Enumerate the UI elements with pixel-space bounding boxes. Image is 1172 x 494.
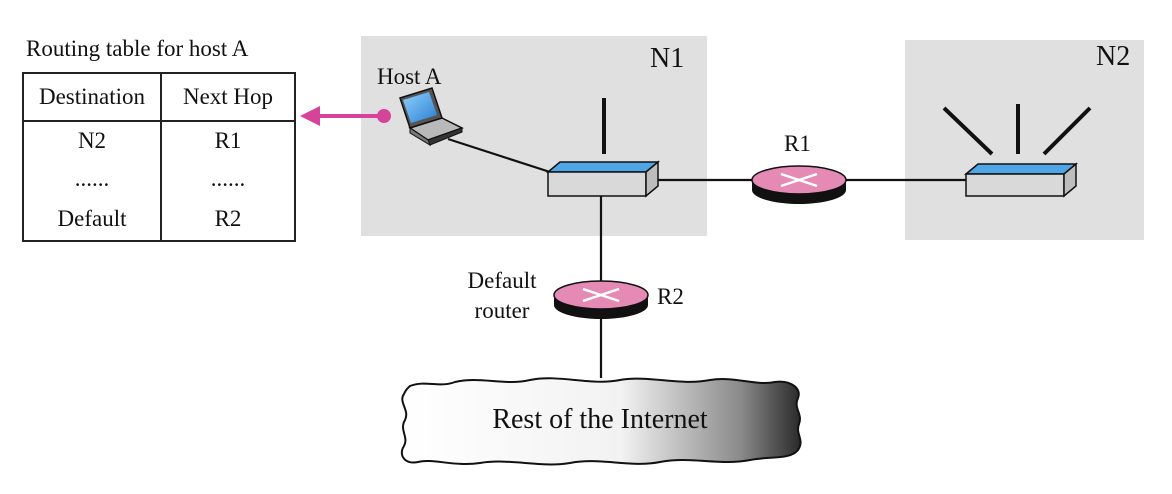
table-cell-next-hop: R1 <box>160 121 296 160</box>
network-n1-label: N1 <box>650 43 684 74</box>
routing-table-header-row: Destination Next Hop <box>22 72 296 122</box>
column-header-next-hop: Next Hop <box>160 72 296 122</box>
table-cell-next-hop: ...... <box>160 160 296 198</box>
table-row: Default R2 <box>22 198 296 242</box>
host-a-laptop-icon <box>399 87 464 147</box>
network-n2-area <box>905 40 1144 240</box>
table-cell-destination: Default <box>22 198 162 242</box>
default-router-label-line1: Default <box>468 268 538 293</box>
link-host-switch <box>447 137 551 174</box>
host-a-label: Host A <box>377 64 442 89</box>
network-n2-label: N2 <box>1096 41 1130 72</box>
router-r2-label: R2 <box>657 284 684 309</box>
router-r2-icon <box>553 280 649 319</box>
network-links <box>447 137 966 378</box>
switch-n1 <box>545 98 661 198</box>
table-cell-next-hop: R2 <box>160 198 296 242</box>
internet-cloud <box>400 377 802 466</box>
routing-table: Destination Next Hop N2 R1 ...... ......… <box>22 72 296 242</box>
table-row: N2 R1 <box>22 121 296 160</box>
default-router-label-line2: router <box>475 298 530 323</box>
table-cell-destination: N2 <box>22 121 162 160</box>
table-cell-destination: ...... <box>22 160 162 198</box>
routing-table-caption: Routing table for host A <box>26 36 249 61</box>
table-row: ...... ...... <box>22 160 296 198</box>
router-r1-icon <box>751 165 847 204</box>
routing-table-arrow <box>300 106 391 126</box>
router-r1-label: R1 <box>784 131 811 156</box>
column-header-destination: Destination <box>22 72 162 122</box>
switch-n2 <box>942 104 1092 198</box>
internet-label: Rest of the Internet <box>492 404 708 435</box>
